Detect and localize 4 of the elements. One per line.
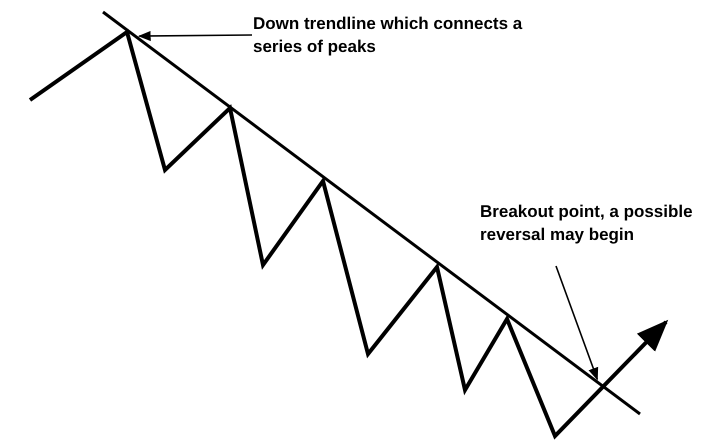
annotation-text: Down trendline which connects a series of peaks bbox=[253, 12, 543, 58]
leader-line bbox=[555, 266, 598, 380]
leader-line bbox=[138, 30, 252, 42]
annotation-text: Breakout point, a possible reversal may begin bbox=[480, 200, 695, 246]
